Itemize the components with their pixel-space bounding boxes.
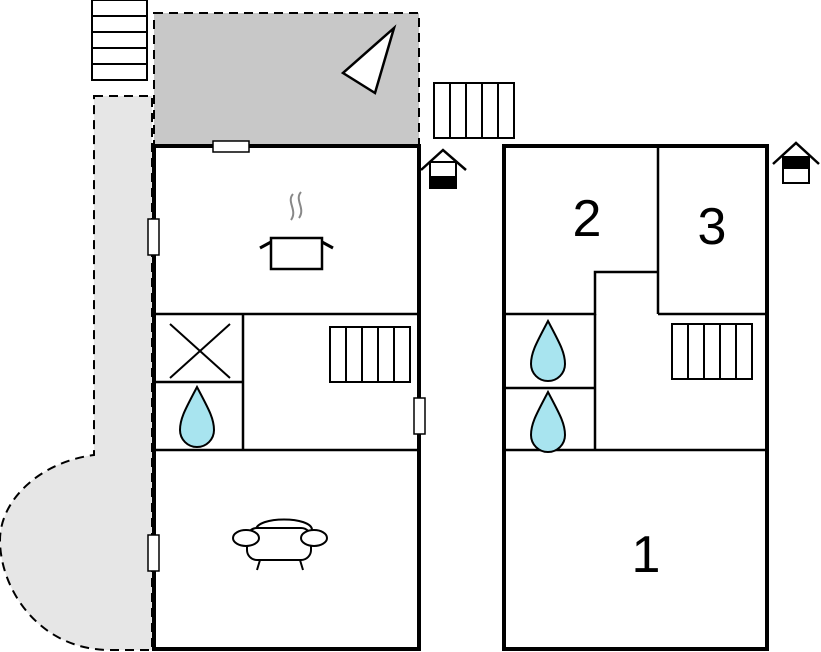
pot-icon: [259, 191, 334, 271]
stairs-icon: [433, 82, 515, 139]
ground-floor: [147, 140, 426, 651]
toilet-icon: [169, 323, 231, 379]
window-icon: [147, 218, 160, 256]
bedroom-2-label: 2: [573, 190, 602, 248]
window-icon: [413, 397, 426, 435]
water-drop-icon: [178, 384, 216, 448]
garden-area: [0, 95, 153, 651]
water-drop-icon: [529, 318, 567, 382]
window-icon: [212, 140, 250, 153]
sofa-icon: [232, 518, 328, 571]
stairs-icon: [329, 326, 411, 383]
bedroom-1-label: 1: [632, 526, 661, 584]
stairs-icon: [671, 323, 753, 380]
entrance-icon: [420, 148, 467, 189]
window-icon: [147, 534, 160, 572]
entrance-icon: [772, 141, 820, 184]
compass-icon: [340, 24, 397, 95]
upper-floor: 2 3 1: [502, 144, 769, 651]
bedroom-3-label: 3: [698, 198, 727, 256]
water-drop-icon: [529, 389, 567, 453]
stairs-icon: [91, 0, 148, 81]
